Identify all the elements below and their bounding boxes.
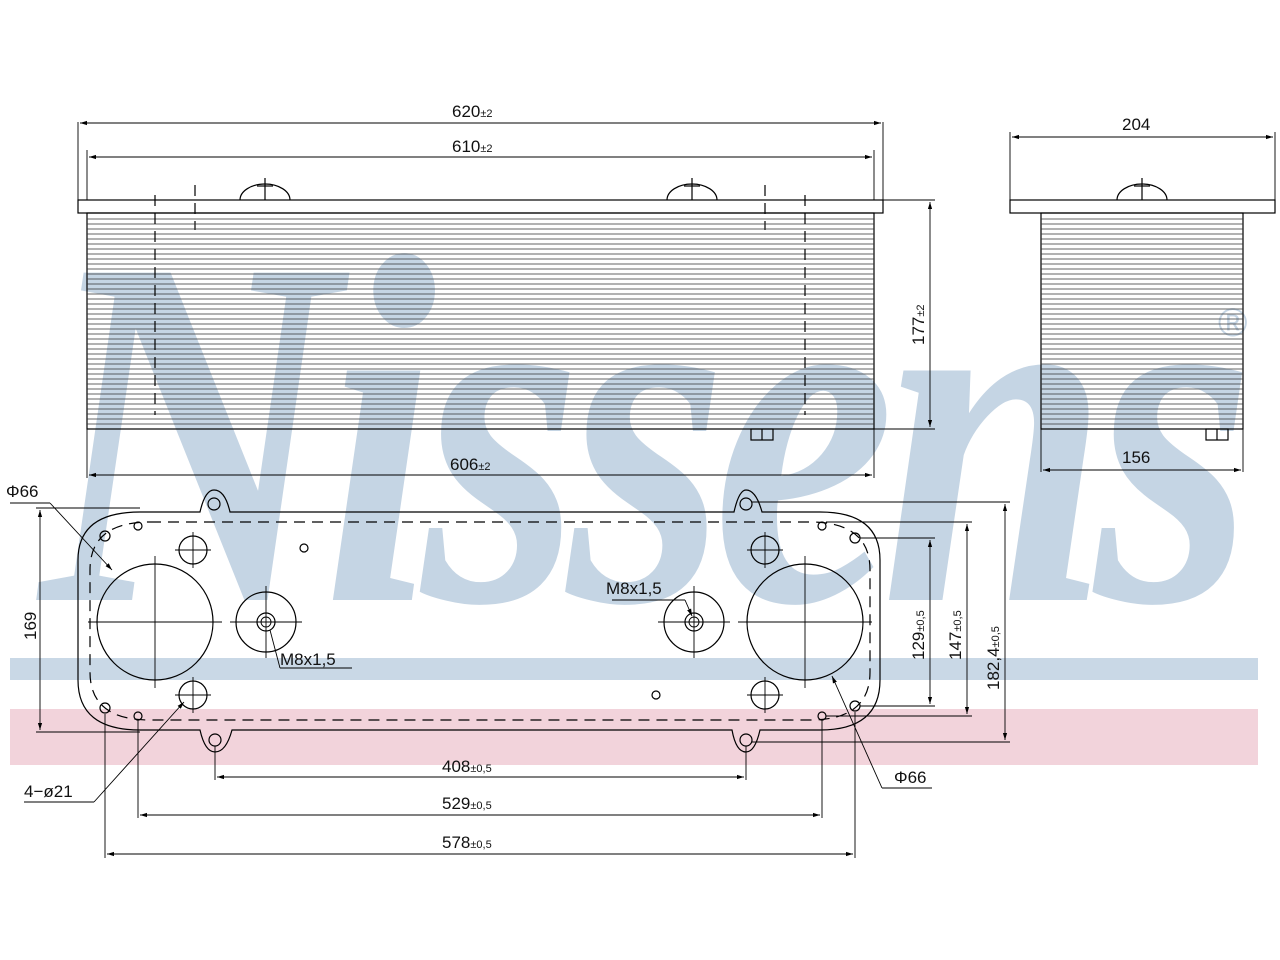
top-core-body bbox=[86, 212, 875, 430]
dim-129: 129±0,5 bbox=[909, 610, 928, 660]
label-dia-right: Φ66 bbox=[894, 768, 926, 787]
label-holes: 4−ø21 bbox=[24, 782, 73, 801]
top-view: 620±2 610±2 177±2 bbox=[77, 102, 935, 478]
label-thread-right: M8x1,5 bbox=[606, 579, 662, 598]
side-view: 204 156 bbox=[1009, 115, 1276, 473]
dim-610: 610±2 bbox=[452, 137, 493, 156]
dim-156: 156 bbox=[1122, 448, 1150, 467]
bottom-view: Φ66 M8x1,5 M8x1,5 4−ø21 Φ66 169 129±0,5 … bbox=[6, 482, 1010, 858]
dim-177: 177±2 bbox=[909, 304, 928, 345]
port-left bbox=[88, 556, 222, 688]
watermark-stripe-red bbox=[10, 709, 1258, 765]
watermark-brand-text: Nissens bbox=[34, 155, 1243, 709]
dim-606: 606±2 bbox=[450, 455, 491, 474]
watermark-stripe-blue bbox=[10, 658, 1258, 680]
label-thread-left: M8x1,5 bbox=[280, 650, 336, 669]
plate-outline bbox=[77, 489, 881, 753]
dim-578: 578±0,5 bbox=[442, 833, 492, 852]
bolt-holes bbox=[175, 532, 783, 713]
port-right bbox=[738, 556, 872, 688]
label-dia-left: Φ66 bbox=[6, 482, 38, 501]
side-core-body bbox=[1040, 212, 1244, 430]
side-core-fins bbox=[1041, 218, 1243, 425]
thread-boss-left bbox=[230, 586, 302, 658]
dim-147: 147±0,5 bbox=[946, 610, 965, 660]
dim-169: 169 bbox=[21, 612, 40, 640]
dim-408: 408±0,5 bbox=[442, 757, 492, 776]
watermark: Nissens ® bbox=[10, 155, 1261, 765]
dim-529: 529±0,5 bbox=[442, 794, 492, 813]
top-core-fins bbox=[87, 218, 874, 425]
dim-620: 620±2 bbox=[452, 102, 493, 121]
dim-204: 204 bbox=[1122, 115, 1150, 134]
dim-182-4: 182,4±0,5 bbox=[984, 626, 1003, 690]
thread-boss-right bbox=[658, 586, 730, 658]
